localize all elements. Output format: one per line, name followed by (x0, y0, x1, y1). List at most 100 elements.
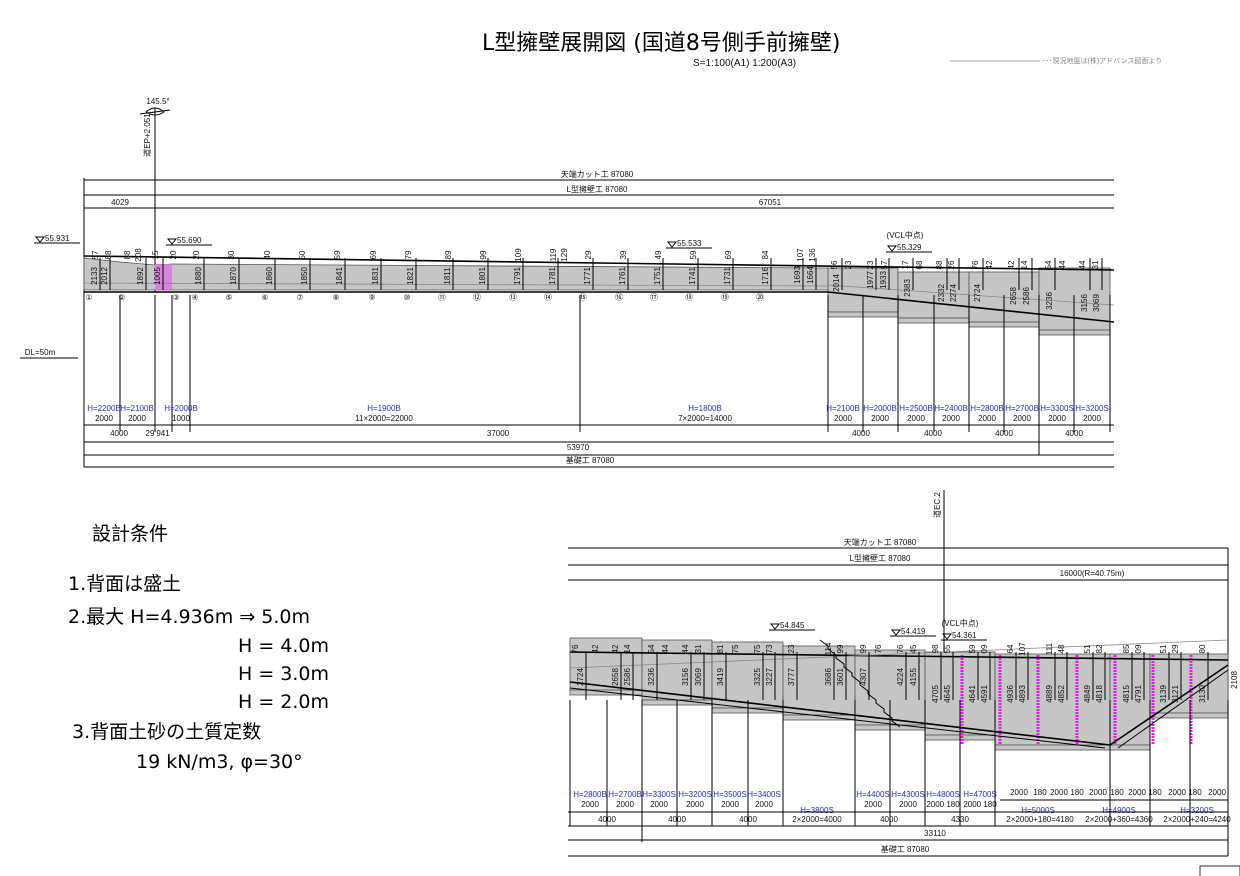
panel-top-offset: 20 (169, 250, 178, 259)
wall-type-length: 2000 (686, 800, 704, 809)
panel-top-offset: 69 (724, 250, 733, 259)
wall-type-label: H=2100B (120, 404, 154, 413)
panel-top-offset: 09 (1134, 644, 1143, 653)
panel-height: 1841 (335, 267, 344, 285)
survey-note: ･･･現況地盤は(株)アドバンス図面より (1042, 56, 1162, 65)
wall-step-section (994, 653, 1111, 746)
panel-top-offset: 109 (514, 248, 523, 262)
dimension-value: 4000 (110, 429, 128, 438)
panel-top-offset: 59 (968, 644, 977, 653)
panel-top-offset: 99 (859, 644, 868, 653)
panel-top-offset: 44 (661, 644, 670, 653)
joint-dimension: 2000 (1168, 788, 1186, 797)
dimension-value: 2×2000=4000 (792, 815, 842, 824)
panel-top-offset: 26 (947, 260, 956, 269)
panel-number: ⑦ (296, 293, 303, 302)
wall-type-label: H=4900S (1102, 806, 1136, 815)
panel-number: ⑮ (579, 293, 587, 302)
panel-top-offset: 114 (824, 642, 833, 655)
segment-2-length: 67051 (759, 198, 782, 207)
wall-type-length: 2000 (95, 414, 113, 423)
panel-number: ④ (191, 293, 198, 302)
panel-height: 4645 (943, 685, 952, 703)
panel-height: 4815 (1122, 685, 1131, 703)
panel-top-offset: 99 (479, 250, 488, 259)
wall-type-length: 2000 (978, 414, 996, 423)
wall-step-section (641, 639, 713, 701)
wall-type-length: 2000 (942, 414, 960, 423)
panel-height: 2332 (937, 284, 946, 302)
wall-type-label: H=3200S (1075, 404, 1109, 413)
panel-height: 2586 (623, 668, 632, 686)
wall-type-label: H=4700S (963, 790, 997, 799)
panel-number: ⑥ (261, 293, 268, 302)
elevation-value: 55.533 (677, 239, 702, 248)
wall-type-label: H=3200S (678, 790, 712, 799)
panel-height: 4155 (909, 668, 918, 686)
wall-type-label: H=1900B (367, 404, 401, 413)
panel-height: 1781 (548, 267, 557, 285)
panel-height: 4936 (1006, 685, 1015, 703)
panel-height: 2014 (832, 274, 841, 292)
dimension-value: 37000 (487, 429, 510, 438)
panel-height: 1892 (136, 267, 145, 285)
conditions-heading: 設計条件 (92, 523, 168, 545)
dimension-value: 4000 (852, 429, 870, 438)
wall-type-label: H=4300S (891, 790, 925, 799)
panel-top-offset: 51 (1159, 644, 1168, 653)
wall-type-label: H=3800S (800, 806, 834, 815)
panel-top-offset: 45 (909, 644, 918, 653)
panel-height: 1977 (866, 271, 875, 289)
panel-top-offset: 23 (787, 644, 796, 653)
panel-top-offset: 48 (1057, 644, 1066, 653)
elevation-value: 55.931 (45, 234, 70, 243)
scale-label: S=1:100(A1) 1:200(A3) (693, 58, 796, 69)
panel-height: 3686 (824, 668, 833, 686)
drawing-title: L型擁壁展開図 (国道8号側手前擁壁) (482, 31, 840, 56)
panel-top-offset: 59 (333, 250, 342, 259)
elevation-marker-icon (890, 629, 902, 636)
wall-type-label: H=2000B (164, 404, 198, 413)
wall-type-length: 2000 (581, 800, 599, 809)
panel-top-offset: 81 (716, 644, 725, 653)
panel-number: ⑪ (438, 293, 446, 302)
panel-top-offset: 44 (1058, 260, 1067, 269)
panel-top-offset: 57 (880, 260, 889, 269)
panel-height: 3227 (765, 668, 774, 686)
panel-height: 3121 (1171, 685, 1180, 703)
panel-top-offset: 98 (931, 644, 940, 653)
panel-number: ⑭ (544, 293, 552, 302)
dimension-value: 4000 (668, 815, 686, 824)
elevation-value: 54.361 (952, 631, 977, 640)
panel-height: 4307 (859, 668, 868, 686)
panel-height: 1741 (688, 267, 697, 285)
panel-height: 4591 (980, 685, 989, 703)
wall-type-length: 2000 180 (963, 800, 997, 809)
dimension-value: 4000 (739, 815, 757, 824)
panel-top-offset: 29 (1171, 644, 1180, 653)
elevation-value: 55.690 (177, 236, 202, 245)
segment-length: 16000(R=40.75m) (1060, 569, 1125, 578)
panel-number: ⑧ (332, 293, 339, 302)
ground-line-2 (1117, 669, 1229, 749)
ground-line-2 (569, 687, 1106, 749)
panel-height: 4224 (896, 668, 905, 686)
panel-height: 2658 (611, 668, 620, 686)
panel-height: 1664 (806, 266, 815, 284)
wall-type-label: H=1800B (688, 404, 722, 413)
wall-type-label: H=2800B (970, 404, 1004, 413)
wall-type-length: 2000 (755, 800, 773, 809)
wall-type-label: H=2500B (899, 404, 933, 413)
panel-top-offset: 44 (681, 644, 690, 653)
panel-height: 2383 (903, 279, 912, 297)
wall-body (83, 257, 829, 291)
panel-height: 3156 (681, 668, 690, 686)
panel-height: 1801 (478, 267, 487, 285)
panel-top-offset: 76 (971, 260, 980, 269)
panel-top-offset: 80 (1198, 644, 1207, 653)
panel-height: 4893 (1018, 685, 1027, 703)
stair-step-icon (819, 639, 901, 728)
panel-height: 2133 (90, 267, 99, 285)
station-label: 道EP+2.051 (142, 113, 152, 157)
total-length: 33110 (924, 829, 946, 838)
